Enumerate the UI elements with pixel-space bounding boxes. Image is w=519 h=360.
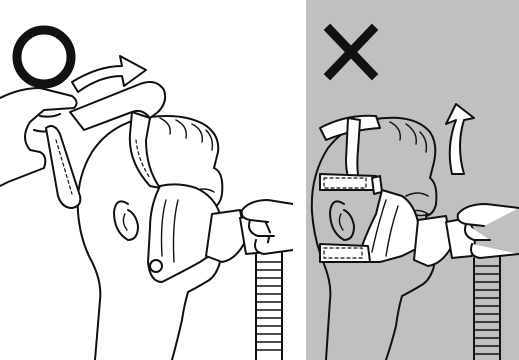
correct-circle-icon <box>17 30 71 84</box>
panel-correct-fitting <box>0 0 293 360</box>
panel-incorrect-fitting <box>306 0 519 360</box>
headgear-crown-strap <box>130 112 160 188</box>
panel-divider <box>293 0 306 360</box>
upper-strap-buckle <box>372 176 382 194</box>
ear-inner <box>339 214 343 230</box>
eyebrow <box>406 193 428 196</box>
ear-inner <box>123 214 127 230</box>
side-strap <box>46 126 80 208</box>
arrow-up-icon <box>446 104 474 174</box>
ear <box>114 201 138 240</box>
correct-fitting-illustration <box>0 0 293 360</box>
air-tube <box>256 252 282 360</box>
ear <box>330 201 354 240</box>
headgear-top-strap <box>70 82 165 130</box>
air-tube-ribs <box>256 262 282 350</box>
incorrect-cross-icon <box>330 30 372 74</box>
hair-strands <box>160 118 212 150</box>
air-tube-ribs <box>474 266 500 354</box>
air-tube <box>474 256 500 360</box>
hair-strands <box>390 122 426 152</box>
incorrect-fitting-illustration <box>306 0 519 360</box>
